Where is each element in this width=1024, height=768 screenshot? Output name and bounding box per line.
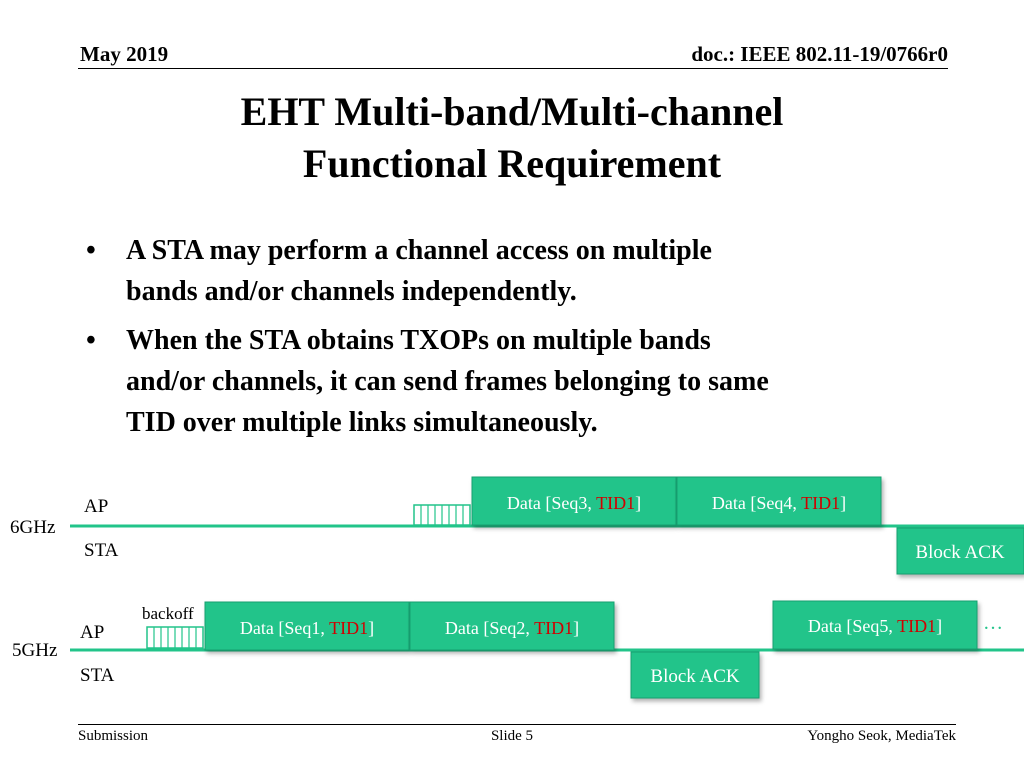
backoff-slots-6ghz: [413, 504, 471, 526]
frame-text: ]: [936, 616, 942, 636]
header-divider: [78, 68, 948, 69]
slide-title-line-1: EHT Multi-band/Multi-channel: [240, 89, 784, 134]
band-label-6ghz: 6GHz: [10, 517, 55, 538]
frame-text: ]: [635, 493, 641, 513]
header-doc-id: doc.: IEEE 802.11-19/0766r0: [691, 42, 948, 66]
tid-label: TID1: [534, 618, 573, 638]
bullet-item: • When the STA obtains TXOPs on multiple…: [86, 320, 946, 443]
svg-text:Data [Seq4, TID1]: Data [Seq4, TID1]: [712, 493, 846, 513]
svg-text:Data [Seq1, TID1]: Data [Seq1, TID1]: [240, 618, 374, 638]
frame-text: ]: [368, 618, 374, 638]
bullet-list: • A STA may perform a channel access on …: [86, 230, 946, 451]
block-ack-label: Block ACK: [650, 666, 739, 687]
bullet-2-line-1: When the STA obtains TXOPs on multiple b…: [126, 325, 711, 356]
sta-label-6ghz: STA: [84, 540, 119, 561]
footer-author: Yongho Seok, MediaTek: [807, 728, 956, 744]
svg-text:Data [Seq2, TID1]: Data [Seq2, TID1]: [445, 618, 579, 638]
frame-text: ]: [573, 618, 579, 638]
continuation-ellipsis: …: [983, 612, 1003, 634]
slide-title-line-2: Functional Requirement: [302, 141, 722, 186]
data-frame-seq2: Data [Seq2, TID1]: [409, 601, 615, 651]
tid-label: TID1: [897, 616, 936, 636]
slide-title: EHT Multi-band/Multi-channel Functional …: [0, 86, 1024, 190]
backoff-label: backoff: [142, 604, 194, 623]
bullet-1-line-1: A STA may perform a channel access on mu…: [126, 235, 712, 266]
bullet-dot: •: [86, 325, 96, 356]
multi-link-timing-diagram: AP 6GHz STA Data [Seq3, TID1] Data [Seq4…: [10, 476, 1024, 699]
block-ack-frame-5ghz: Block ACK: [630, 651, 760, 699]
data-frame-seq1: Data [Seq1, TID1]: [204, 601, 410, 651]
frame-text: Data [Seq3,: [507, 493, 596, 513]
ap-label-6ghz: AP: [84, 496, 108, 517]
block-ack-frame-6ghz: Block ACK: [896, 527, 1024, 575]
frame-text: ]: [840, 493, 846, 513]
frame-text: Data [Seq4,: [712, 493, 801, 513]
frame-text: Data [Seq2,: [445, 618, 534, 638]
svg-text:Data [Seq5, TID1]: Data [Seq5, TID1]: [808, 616, 942, 636]
sta-label-5ghz: STA: [80, 665, 115, 686]
bullet-2-line-3: TID over multiple links simultaneously.: [126, 407, 598, 438]
svg-text:Data [Seq3, TID1]: Data [Seq3, TID1]: [507, 493, 641, 513]
tid-label: TID1: [596, 493, 635, 513]
footer-submission: Submission: [78, 728, 149, 744]
data-frame-seq3: Data [Seq3, TID1]: [471, 476, 677, 526]
footer-divider: [78, 724, 956, 725]
band-label-5ghz: 5GHz: [12, 640, 57, 661]
header-date: May 2019: [80, 42, 169, 66]
frame-text: Data [Seq5,: [808, 616, 897, 636]
data-frame-seq4: Data [Seq4, TID1]: [676, 476, 882, 526]
tid-label: TID1: [801, 493, 840, 513]
ap-label-5ghz: AP: [80, 622, 104, 643]
bullet-item: • A STA may perform a channel access on …: [86, 230, 946, 312]
bullet-dot: •: [86, 235, 96, 266]
bullet-1-line-2: bands and/or channels independently.: [126, 276, 577, 307]
footer-slide-number: Slide 5: [490, 728, 534, 744]
tid-label: TID1: [329, 618, 368, 638]
frame-text: Data [Seq1,: [240, 618, 329, 638]
data-frame-seq5: Data [Seq5, TID1]: [772, 600, 978, 650]
block-ack-label: Block ACK: [915, 542, 1004, 563]
backoff-slots-5ghz: [146, 626, 204, 649]
bullet-2-line-2: and/or channels, it can send frames belo…: [126, 366, 769, 397]
